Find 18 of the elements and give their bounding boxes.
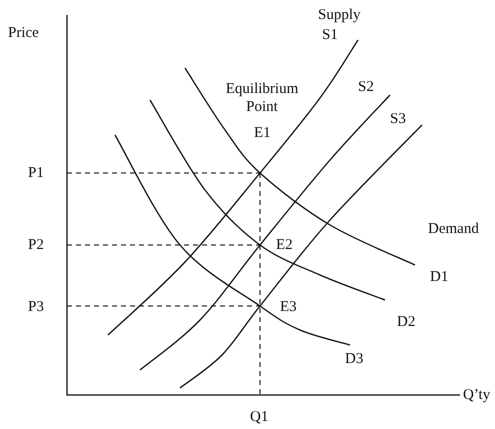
annotation-text: Equilibrium Point: [224, 80, 300, 116]
point-label: E1: [254, 124, 271, 142]
curve-label: D2: [397, 313, 416, 331]
curve-label: D1: [430, 268, 448, 286]
tick-label: P1: [28, 164, 44, 182]
curve-label: S2: [358, 78, 374, 96]
axis-title: Price: [8, 24, 39, 42]
curve-label: Supply: [318, 6, 361, 24]
point-label: E3: [280, 298, 297, 316]
curve-label: S1: [322, 26, 338, 44]
curve-label: Demand: [428, 220, 479, 238]
curve-label: S3: [390, 110, 406, 128]
point-label: E2: [276, 236, 293, 254]
tick-label: P3: [28, 298, 44, 316]
tick-label: P2: [28, 236, 44, 254]
axis-title: Q’ty: [463, 386, 490, 404]
curve-label: D3: [345, 350, 364, 368]
tick-label: Q1: [250, 408, 268, 426]
